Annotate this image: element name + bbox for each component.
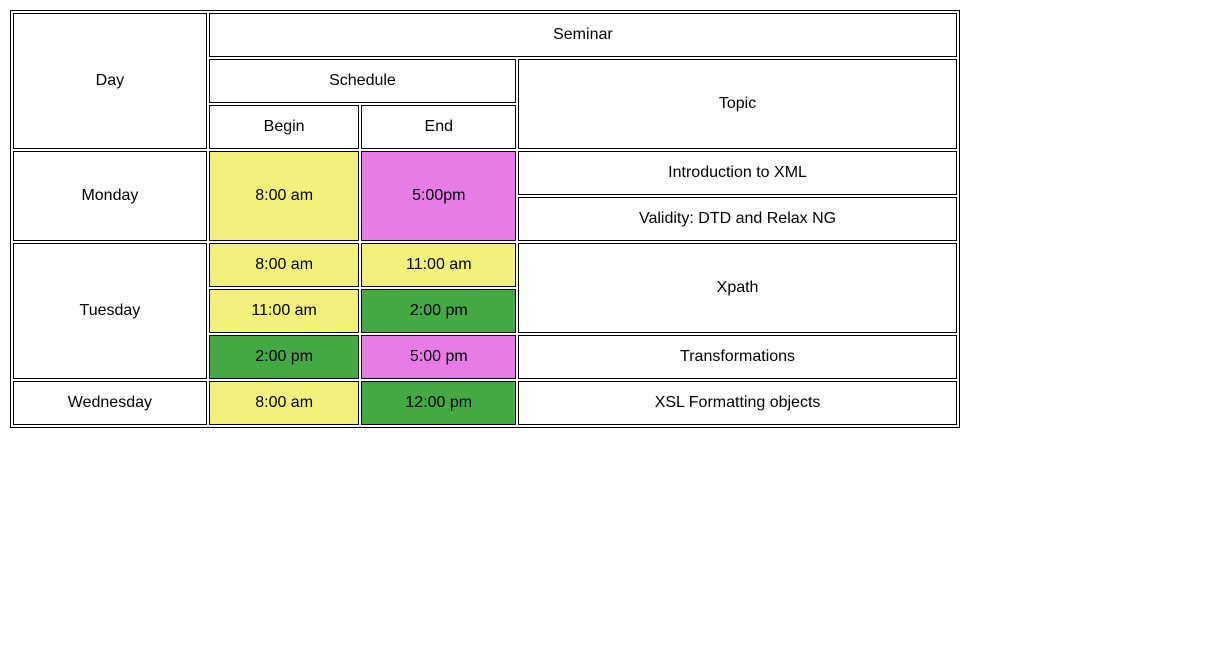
tuesday-begin-1: 8:00 am bbox=[208, 243, 360, 287]
seminar-table: Day Seminar Schedule Topic Begin End Mon… bbox=[10, 10, 960, 428]
topic-tuesday-2: Transformations bbox=[518, 335, 957, 379]
topic-tuesday-1: Xpath bbox=[518, 243, 957, 333]
day-tuesday: Tuesday bbox=[13, 243, 207, 379]
monday-begin: 8:00 am bbox=[208, 151, 360, 241]
day-wednesday: Wednesday bbox=[13, 381, 207, 425]
day-monday: Monday bbox=[13, 151, 207, 241]
topic-monday-2: Validity: DTD and Relax NG bbox=[518, 197, 957, 241]
header-begin: Begin bbox=[208, 105, 360, 149]
monday-end: 5:00pm bbox=[361, 151, 517, 241]
tuesday-begin-2: 11:00 am bbox=[208, 289, 360, 333]
header-topic: Topic bbox=[518, 59, 957, 149]
tuesday-begin-3: 2:00 pm bbox=[208, 335, 360, 379]
header-day: Day bbox=[13, 13, 207, 149]
tuesday-end-2: 2:00 pm bbox=[361, 289, 517, 333]
header-seminar: Seminar bbox=[208, 13, 957, 57]
wednesday-begin: 8:00 am bbox=[208, 381, 360, 425]
wednesday-end: 12:00 pm bbox=[361, 381, 517, 425]
topic-monday-1: Introduction to XML bbox=[518, 151, 957, 195]
header-schedule: Schedule bbox=[208, 59, 517, 103]
header-end: End bbox=[361, 105, 517, 149]
topic-wednesday: XSL Formatting objects bbox=[518, 381, 957, 425]
tuesday-end-1: 11:00 am bbox=[361, 243, 517, 287]
tuesday-end-3: 5:00 pm bbox=[361, 335, 517, 379]
